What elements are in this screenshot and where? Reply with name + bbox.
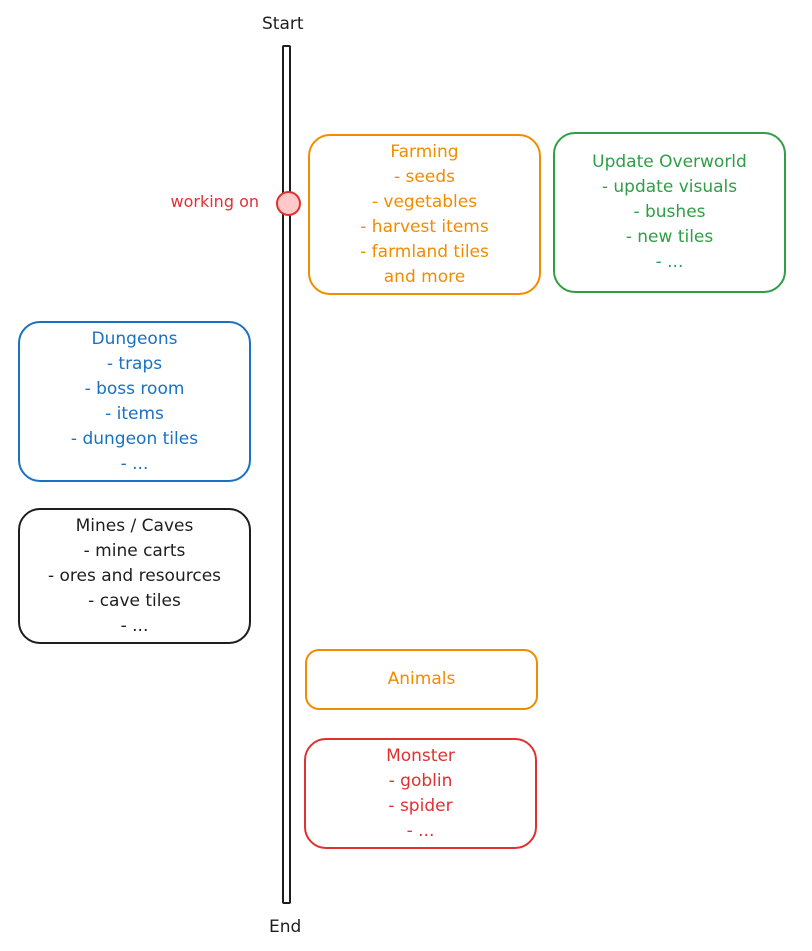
update-overworld-box[interactable]: Update Overworld - update visuals - bushes…	[553, 132, 786, 293]
monster-box[interactable]: Monster - goblin - spider - ...	[304, 738, 537, 849]
dungeons-box[interactable]: Dungeons - traps - boss room - items - dunge…	[18, 321, 251, 482]
monster-item: - goblin	[388, 770, 453, 791]
update-overworld-item: - update visuals	[601, 177, 738, 197]
mines-caves-item: - cave tiles	[88, 590, 181, 611]
monster-box-lines: Monster - goblin - spider - ...	[386, 744, 455, 844]
progress-marker[interactable]	[276, 191, 301, 216]
farming-item: - farmland tiles	[360, 241, 489, 262]
update-overworld-box-lines: Update Overworld - update visuals - bushes…	[592, 150, 747, 275]
timeline-track	[282, 45, 291, 904]
monster-title: Monster	[386, 745, 455, 766]
dungeons-item: - ...	[120, 453, 149, 474]
farming-item: - seeds	[394, 166, 455, 187]
monster-item: - ...	[406, 820, 435, 841]
working-on-label: working on	[170, 192, 259, 211]
dungeons-item: - items	[105, 403, 164, 424]
farming-title: Farming	[390, 141, 459, 162]
dungeons-box-lines: Dungeons - traps - boss room - items - dunge…	[71, 327, 198, 477]
update-overworld-title: Update Overworld	[592, 152, 747, 172]
animals-title: Animals	[387, 669, 456, 689]
dungeons-item: - dungeon tiles	[70, 428, 199, 449]
update-overworld-item: - ...	[655, 252, 684, 272]
farming-item: - harvest items	[360, 216, 489, 237]
monster-item: - spider	[388, 795, 453, 816]
dungeons-title: Dungeons	[91, 328, 178, 349]
mines-caves-item: - ores and resources	[47, 565, 222, 586]
farming-box-lines: Farming - seeds - vegetables - harvest item…	[360, 140, 489, 290]
update-overworld-item: - new tiles	[625, 227, 714, 247]
mines-caves-item: - mine carts	[83, 540, 186, 561]
animals-box[interactable]: Animals	[305, 649, 538, 710]
farming-item: and more	[383, 266, 466, 287]
update-overworld-item: - bushes	[633, 202, 706, 222]
mines-caves-box[interactable]: Mines / Caves - mine carts - ores and reso…	[18, 508, 251, 644]
start-label: Start	[262, 14, 304, 34]
animals-box-lines: Animals	[388, 667, 456, 692]
mines-caves-item: - ...	[120, 615, 149, 636]
mines-caves-box-lines: Mines / Caves - mine carts - ores and reso…	[48, 514, 221, 639]
farming-box[interactable]: Farming - seeds - vegetables - harvest item…	[308, 134, 541, 295]
mines-caves-title: Mines / Caves	[75, 515, 194, 536]
dungeons-item: - boss room	[84, 378, 185, 399]
dungeons-item: - traps	[106, 353, 163, 374]
farming-item: - vegetables	[371, 191, 478, 212]
end-label: End	[269, 917, 302, 937]
